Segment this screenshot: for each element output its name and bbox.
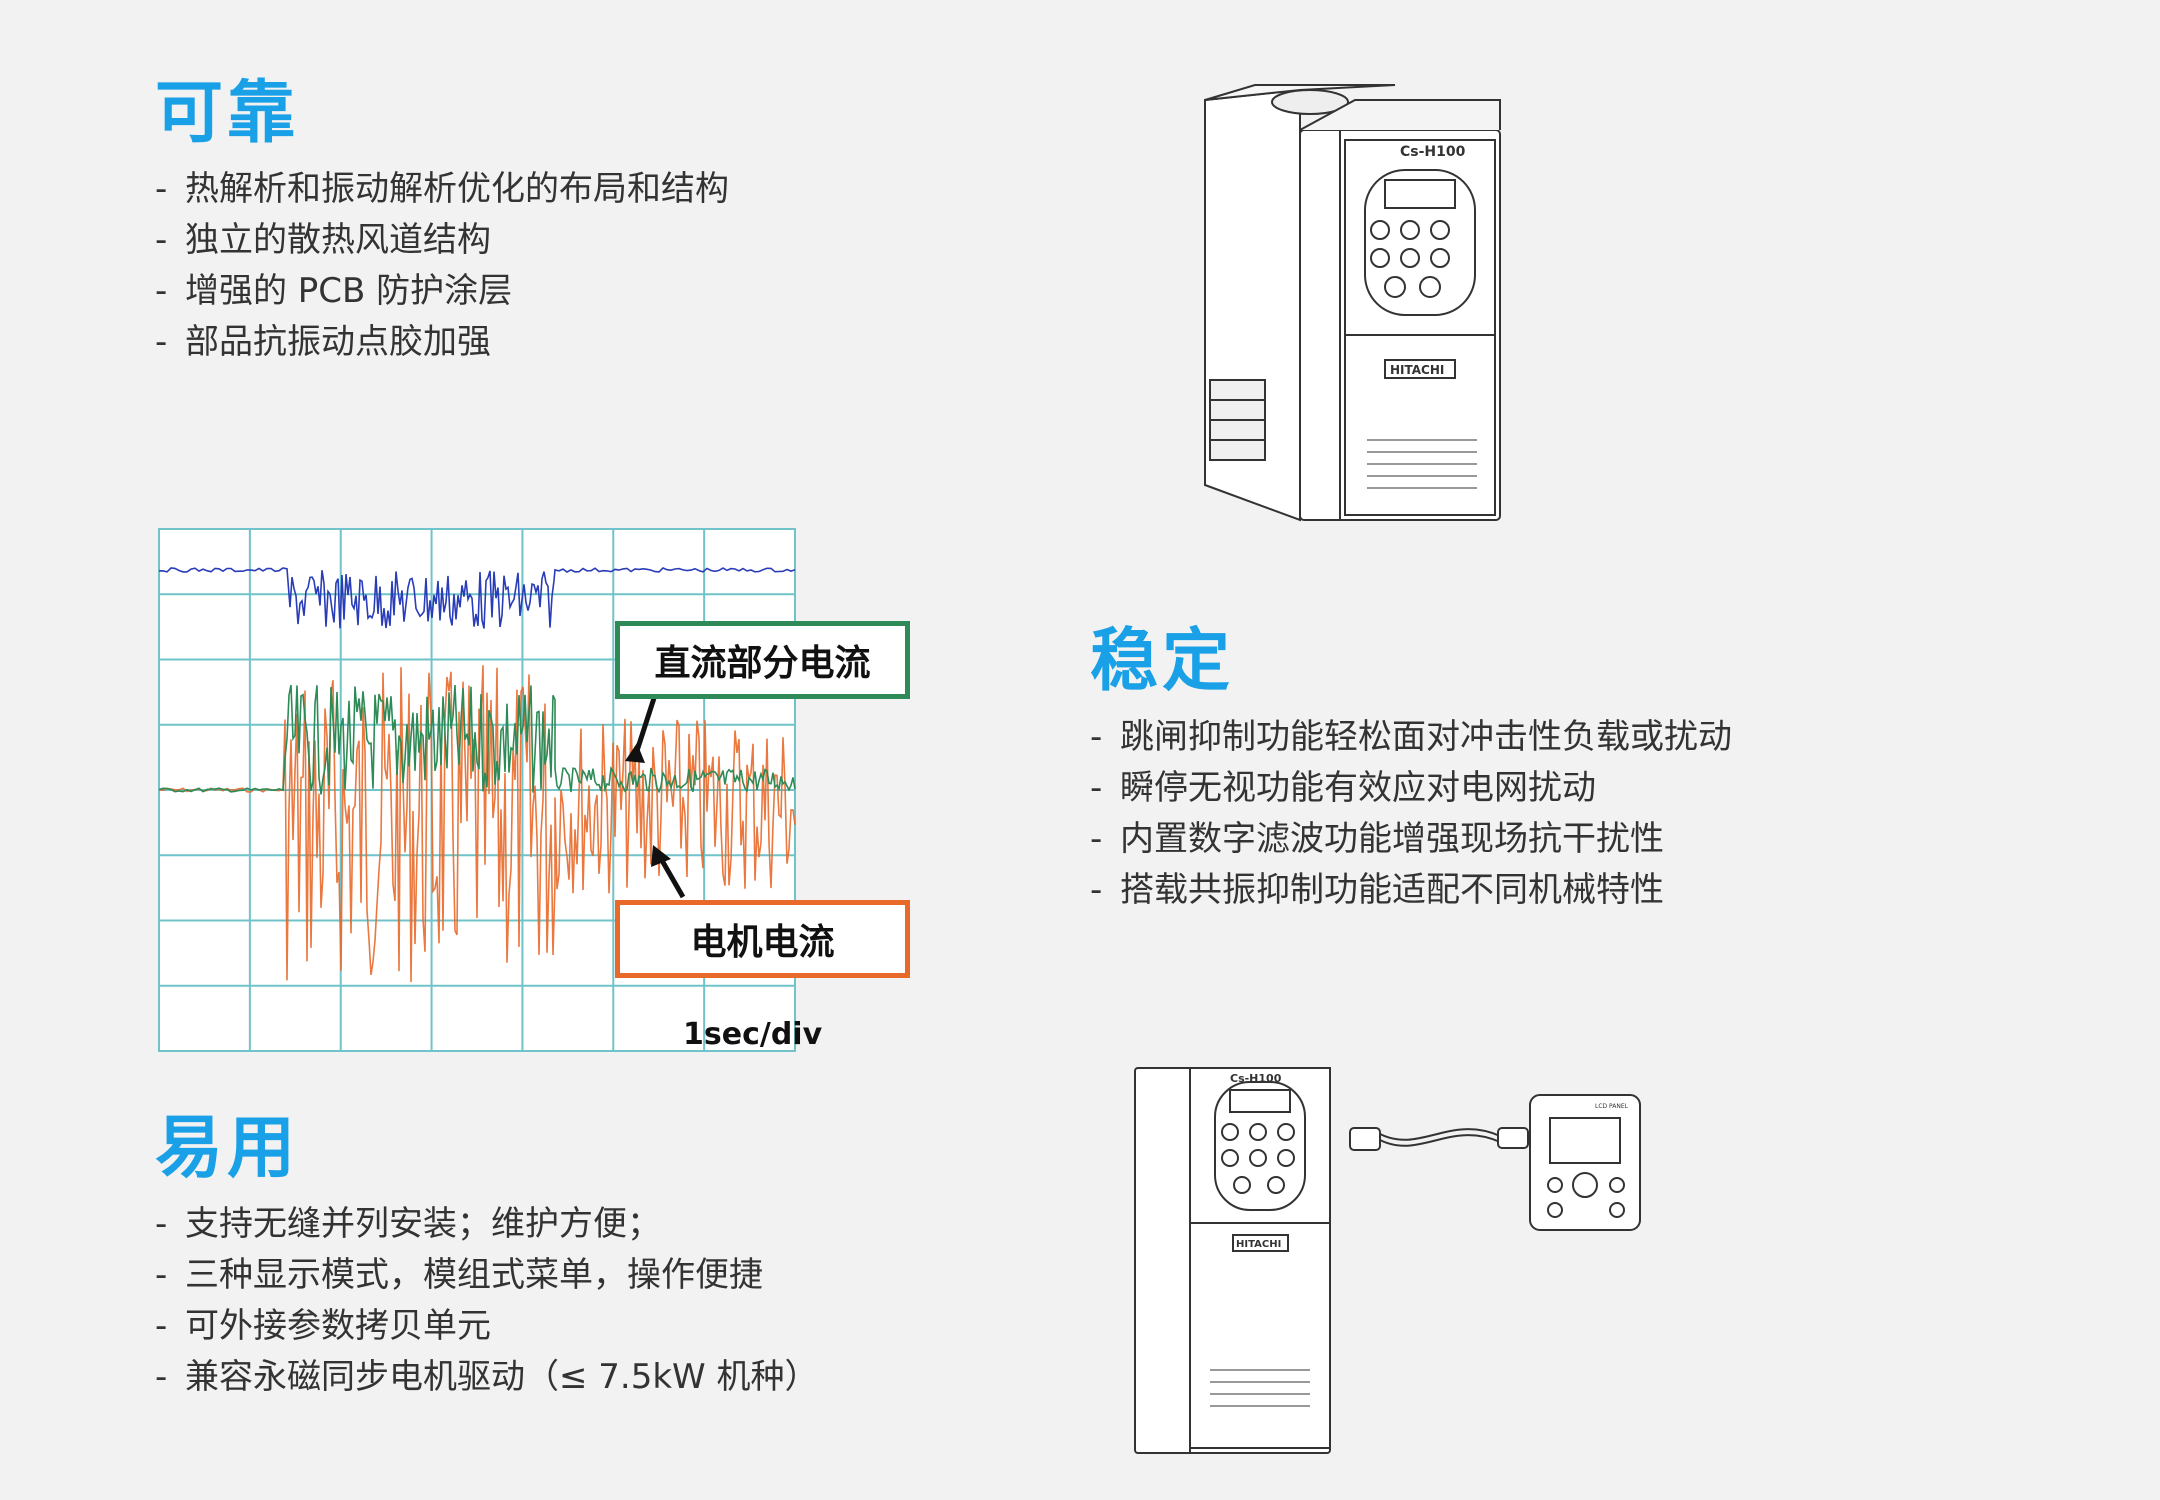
dc-current-label: 直流部分电流 [615,621,910,699]
reliable-section: 可靠 -热解析和振动解析优化的布局和结构 -独立的散热风道结构 -增强的 PCB… [155,80,729,368]
lcd-panel-text: LCD PANEL [1595,1103,1629,1110]
inverter-drawing: Cs-H100 HITACHI [1204,84,1501,522]
list-item: -兼容永磁同步电机驱动（≤ 7.5kW 机种） [155,1357,819,1397]
list-item: -搭载共振抑制功能适配不同机械特性 [1090,870,1664,910]
list-item: -可外接参数拷贝单元 [155,1306,491,1346]
list-item: -独立的散热风道结构 [155,220,491,260]
stable-heading: 稳定 [1090,622,1235,701]
stable-section: 稳定 -跳闸抑制功能轻松面对冲击性负载或扰动 -瞬停无视功能有效应对电网扰动 -… [1090,628,1732,916]
list-item: -内置数字滤波功能增强现场抗干扰性 [1090,819,1664,859]
time-scale-label: 1sec/div [683,1017,823,1052]
oscilloscope-figure: 直流部分电流 电机电流 1sec/div [155,525,915,1070]
inverter-model-text: Cs-H100 [1230,1072,1282,1085]
list-item: -瞬停无视功能有效应对电网扰动 [1090,768,1596,808]
motor-current-label: 电机电流 [615,900,910,978]
inverter-bottom-image: Cs-H100 HITACHI LCD PANEL [1130,1060,1650,1460]
list-item: -支持无缝并列安装；维护方便； [155,1204,661,1244]
inverter-model-text: Cs-H100 [1400,144,1466,160]
inverter-brand-text: HITACHI [1236,1239,1281,1250]
inverter-brand-text: HITACHI [1390,363,1444,377]
list-item: -部品抗振动点胶加强 [155,322,491,362]
easy-list: -支持无缝并列安装；维护方便； -三种显示模式，模组式菜单，操作便捷 -可外接参… [155,1199,818,1403]
oscilloscope-traces [158,528,796,1052]
reliable-heading: 可靠 [155,74,300,153]
reliable-list: -热解析和振动解析优化的布局和结构 -独立的散热风道结构 -增强的 PCB 防护… [155,164,729,368]
list-item: -跳闸抑制功能轻松面对冲击性负载或扰动 [1090,717,1732,757]
list-item: -热解析和振动解析优化的布局和结构 [155,169,729,209]
list-item: -增强的 PCB 防护涂层 [155,271,513,311]
inverter-top-image: Cs-H100 HITACHI [1195,80,1515,540]
easy-heading: 易用 [155,1109,300,1188]
list-item: -三种显示模式，模组式菜单，操作便捷 [155,1255,763,1295]
easy-section: 易用 -支持无缝并列安装；维护方便； -三种显示模式，模组式菜单，操作便捷 -可… [155,1115,818,1403]
inverter-panel-drawing: Cs-H100 HITACHI LCD PANEL [1134,1067,1641,1454]
stable-list: -跳闸抑制功能轻松面对冲击性负载或扰动 -瞬停无视功能有效应对电网扰动 -内置数… [1090,712,1732,916]
